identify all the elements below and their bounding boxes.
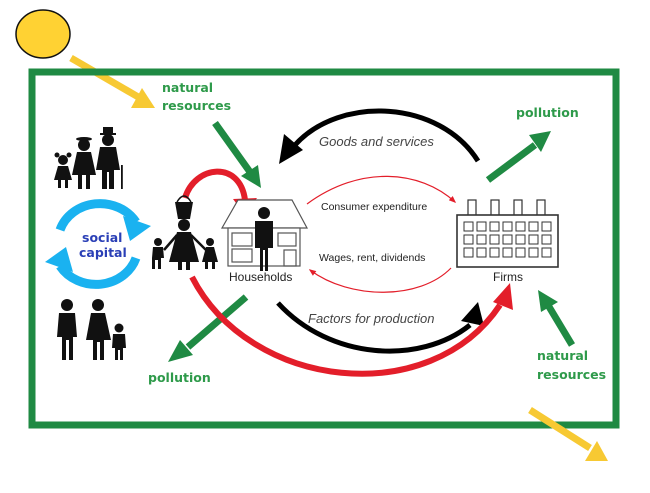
factory-chimney bbox=[467, 199, 477, 217]
factory-window bbox=[463, 247, 474, 258]
consumer-expenditure-flow-arrow bbox=[306, 175, 457, 205]
bucket-icon bbox=[175, 202, 193, 219]
household-labor-to-firms-arrow bbox=[189, 275, 513, 377]
goods-services-label: Goods and services bbox=[319, 134, 434, 149]
factory-window bbox=[489, 247, 500, 258]
factory-window bbox=[515, 234, 526, 245]
mother-children-icon bbox=[152, 195, 218, 270]
goods-services-flow-arrow bbox=[279, 108, 481, 164]
wages-label: Wages, rent, dividends bbox=[319, 252, 425, 264]
factory-window bbox=[463, 221, 474, 232]
factory-body bbox=[456, 214, 559, 268]
factors-production-label: Factors for production bbox=[308, 311, 434, 326]
solar-energy-in-arrow bbox=[69, 54, 155, 108]
factory-window bbox=[515, 221, 526, 232]
factory-window bbox=[502, 247, 513, 258]
factory-window bbox=[476, 247, 487, 258]
factory-chimney bbox=[513, 199, 523, 217]
factory-window bbox=[476, 234, 487, 245]
factory-window bbox=[528, 234, 539, 245]
social-capital-label-2: capital bbox=[79, 245, 127, 260]
natural-resources-bottom-label-1: natural bbox=[537, 348, 588, 363]
factory-window bbox=[476, 221, 487, 232]
sun-icon bbox=[15, 9, 71, 59]
pollution-bottom-label: pollution bbox=[148, 370, 211, 385]
factory-window bbox=[502, 234, 513, 245]
natural-resources-to-firms-arrow bbox=[538, 290, 576, 347]
factory-chimney bbox=[536, 199, 546, 217]
pollution-top-label: pollution bbox=[516, 105, 579, 120]
factory-window bbox=[489, 234, 500, 245]
heat-out-arrow bbox=[528, 407, 608, 461]
family-parents-icon bbox=[57, 299, 126, 360]
firms-pollution-arrow bbox=[485, 131, 551, 183]
factory-window bbox=[528, 221, 539, 232]
person-icon bbox=[255, 207, 273, 271]
ecosystem-boundary bbox=[28, 68, 620, 429]
factory-window bbox=[528, 247, 539, 258]
factors-production-flow-arrow bbox=[276, 301, 484, 354]
factory-window bbox=[489, 221, 500, 232]
households-label: Households bbox=[229, 270, 292, 284]
wages-flow-arrow bbox=[308, 267, 452, 293]
factory-icon bbox=[456, 199, 559, 268]
natural-resources-top-label-2: resources bbox=[162, 98, 231, 113]
factory-window bbox=[515, 247, 526, 258]
factory-window bbox=[541, 221, 552, 232]
factory-window bbox=[541, 234, 552, 245]
house-icon bbox=[220, 199, 309, 267]
households-pollution-arrow bbox=[168, 294, 249, 362]
natural-resources-bottom-label-2: resources bbox=[537, 367, 606, 382]
natural-resources-to-households-arrow bbox=[212, 120, 261, 188]
firms-label: Firms bbox=[493, 270, 523, 284]
natural-resources-top-label-1: natural bbox=[162, 80, 213, 95]
factory-window bbox=[463, 234, 474, 245]
factory-window bbox=[541, 247, 552, 258]
social-capital-cycle-icon bbox=[45, 199, 151, 289]
social-capital-label-1: social bbox=[82, 230, 122, 245]
family-elderly-icon bbox=[54, 127, 123, 189]
factory-window bbox=[502, 221, 513, 232]
consumer-expenditure-label: Consumer expenditure bbox=[321, 201, 427, 213]
factory-chimney bbox=[490, 199, 500, 217]
